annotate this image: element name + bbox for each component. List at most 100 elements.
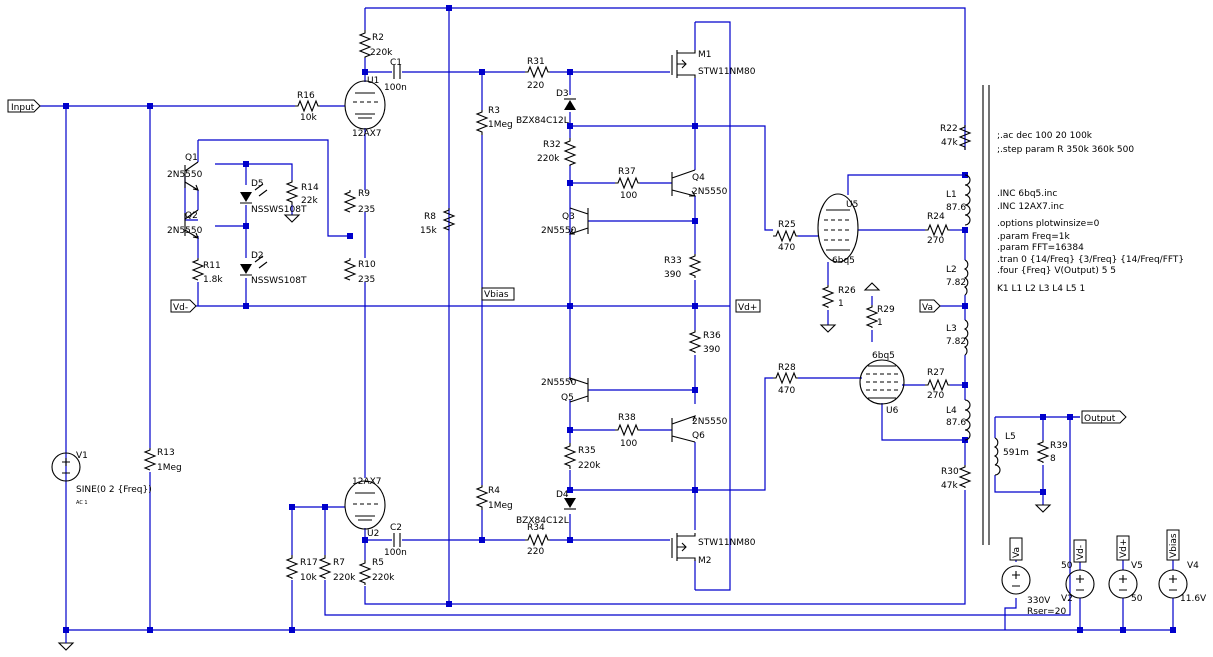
- resistor-r25: [773, 229, 798, 243]
- svg-text:D2: D2: [251, 251, 264, 261]
- port-input-shape: [7, 99, 41, 113]
- source-v4: [1158, 569, 1188, 599]
- svg-text:220k: 220k: [578, 461, 601, 471]
- svg-text:8: 8: [1050, 454, 1056, 464]
- resistor-r28: [773, 371, 798, 385]
- resistor-r8: [442, 208, 456, 231]
- port-output-shape: [1081, 410, 1127, 424]
- tube-u1: [344, 80, 386, 130]
- resistor-r10: [343, 258, 357, 281]
- resistor-r37: [615, 176, 640, 190]
- svg-text:235: 235: [358, 205, 375, 215]
- svg-text:R3: R3: [488, 106, 500, 116]
- capacitor-c1: [393, 65, 401, 79]
- component-labels: R2 220k U1 12AX7 C1 100n R16 10k R31 220…: [76, 33, 1207, 617]
- source-v1: [51, 452, 81, 482]
- svg-text:100n: 100n: [384, 83, 407, 93]
- svg-text:2N5550: 2N5550: [692, 417, 728, 427]
- svg-text:R9: R9: [358, 189, 370, 199]
- tube-u6: [859, 359, 905, 405]
- svg-text:BZX84C12L: BZX84C12L: [516, 116, 569, 126]
- svg-text:50: 50: [1061, 561, 1073, 571]
- inductor-l5: [993, 437, 1001, 476]
- svg-text:R14: R14: [301, 183, 319, 193]
- resistor-r4: [475, 485, 489, 510]
- svg-text:V1: V1: [76, 451, 88, 461]
- svg-text:6bq5: 6bq5: [872, 351, 895, 361]
- svg-text:R38: R38: [618, 413, 636, 423]
- svg-text:12AX7: 12AX7: [352, 129, 382, 139]
- svg-text:R16: R16: [297, 91, 315, 101]
- tubes: [344, 80, 905, 530]
- voltage-sources: [51, 452, 1188, 599]
- directive: .tran 0 {14/Freq} {3/Freq} {14/Freq/FFT}: [997, 255, 1184, 265]
- directive: .options plotwinsize=0: [997, 219, 1100, 229]
- capacitor-c2: [393, 533, 401, 547]
- svg-text:22k: 22k: [301, 196, 318, 206]
- svg-text:L2: L2: [946, 265, 957, 275]
- resistor-r13: [143, 448, 157, 471]
- svg-text:R32: R32: [543, 140, 561, 150]
- svg-text:R25: R25: [778, 220, 796, 230]
- transformer-core: [982, 85, 990, 545]
- resistor-r27: [925, 378, 950, 392]
- svg-text:1Meg: 1Meg: [157, 463, 182, 473]
- svg-text:220: 220: [527, 81, 544, 91]
- ground-icon: [819, 324, 837, 333]
- resistor-r34: [525, 533, 550, 547]
- directive: .param FFT=16384: [997, 243, 1084, 253]
- directive: .INC 12AX7.inc: [997, 202, 1064, 212]
- inductor-l3: [963, 319, 969, 356]
- diode-d3: [564, 98, 576, 110]
- svg-text:47k: 47k: [941, 481, 958, 491]
- svg-text:7.82: 7.82: [946, 278, 966, 288]
- port-input: Input: [11, 103, 35, 113]
- port-output: Output: [1084, 414, 1116, 424]
- bjt-q4: [671, 169, 696, 197]
- svg-text:R36: R36: [703, 331, 721, 341]
- resistors: [143, 30, 1050, 585]
- svg-text:1: 1: [838, 299, 844, 309]
- tag-vd-minus-v2: Vd-: [1076, 545, 1086, 560]
- svg-text:11.6V: 11.6V: [1180, 594, 1207, 604]
- svg-text:STW11NM80: STW11NM80: [698, 67, 756, 77]
- svg-text:R4: R4: [488, 486, 500, 496]
- svg-text:100: 100: [620, 191, 637, 201]
- ground-icon: [1034, 504, 1052, 513]
- svg-text:10k: 10k: [300, 113, 317, 123]
- svg-text:220k: 220k: [537, 154, 560, 164]
- svg-text:Q6: Q6: [692, 431, 705, 441]
- svg-text:R11: R11: [203, 261, 221, 271]
- resistor-r35: [563, 443, 577, 469]
- directive: ;.step param R 350k 360k 500: [997, 145, 1134, 155]
- svg-text:L3: L3: [946, 324, 957, 334]
- svg-text:330V: 330V: [1027, 596, 1051, 606]
- spice-directives: ;.ac dec 100 20 100k ;.step param R 350k…: [997, 131, 1184, 294]
- svg-text:AC 1: AC 1: [76, 500, 88, 506]
- svg-text:R33: R33: [664, 256, 682, 266]
- svg-text:V4: V4: [1187, 561, 1199, 571]
- svg-text:R2: R2: [372, 33, 384, 43]
- svg-text:U2: U2: [367, 529, 379, 539]
- svg-text:V5: V5: [1131, 561, 1143, 571]
- svg-text:87.6: 87.6: [946, 418, 966, 428]
- svg-text:L1: L1: [946, 190, 957, 200]
- resistor-r17: [285, 555, 299, 579]
- svg-text:Q4: Q4: [692, 173, 705, 183]
- ground-icon: [57, 642, 75, 651]
- svg-text:NSSWS108T: NSSWS108T: [251, 276, 307, 286]
- svg-text:47k: 47k: [941, 138, 958, 148]
- svg-text:NSSWS108T: NSSWS108T: [251, 205, 307, 215]
- bjt-q5: [569, 377, 589, 403]
- diode-d2: [240, 255, 268, 276]
- svg-text:2N5550: 2N5550: [167, 170, 203, 180]
- svg-text:R27: R27: [927, 368, 945, 378]
- resistor-r16: [295, 99, 320, 113]
- bjt-q1: [184, 161, 199, 191]
- svg-text:270: 270: [927, 236, 944, 246]
- svg-text:2N5550: 2N5550: [692, 187, 728, 197]
- diode-d4: [564, 498, 576, 510]
- mosfet-m1: [671, 50, 696, 78]
- tag-vbias-v4: Vbias: [1169, 533, 1179, 558]
